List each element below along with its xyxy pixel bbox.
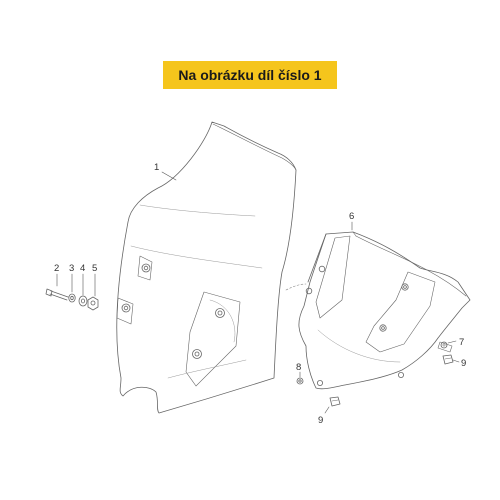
windscreen-part[interactable]: [116, 121, 297, 414]
washer-part[interactable]: [68, 293, 76, 303]
callout-9-bottom: 9: [318, 415, 323, 426]
leader-line-9b: [324, 406, 330, 414]
leader-line-9a: [452, 359, 460, 363]
assembly-guide-line: [285, 283, 307, 291]
callout-2: 2: [54, 263, 59, 274]
clip-right-part[interactable]: [442, 354, 454, 365]
part-banner: Na obrázku díl číslo 1: [163, 61, 337, 89]
callout-5: 5: [92, 263, 97, 274]
callout-6: 6: [349, 211, 354, 222]
callout-8: 8: [296, 362, 301, 373]
bracket-part[interactable]: [298, 231, 471, 390]
callout-9-right: 9: [461, 358, 466, 369]
clip-bottom-part[interactable]: [329, 396, 341, 407]
callout-4: 4: [80, 263, 85, 274]
spacer-part[interactable]: [78, 295, 88, 307]
bolt-part[interactable]: [45, 288, 69, 301]
callout-7: 7: [459, 337, 464, 348]
leader-line-1: [161, 171, 177, 181]
screw-part[interactable]: [440, 341, 448, 349]
nut-part[interactable]: [87, 296, 99, 311]
clip-left-part[interactable]: [296, 377, 304, 385]
callout-3: 3: [69, 263, 74, 274]
leader-line-7: [447, 340, 457, 344]
callout-1: 1: [154, 162, 159, 173]
